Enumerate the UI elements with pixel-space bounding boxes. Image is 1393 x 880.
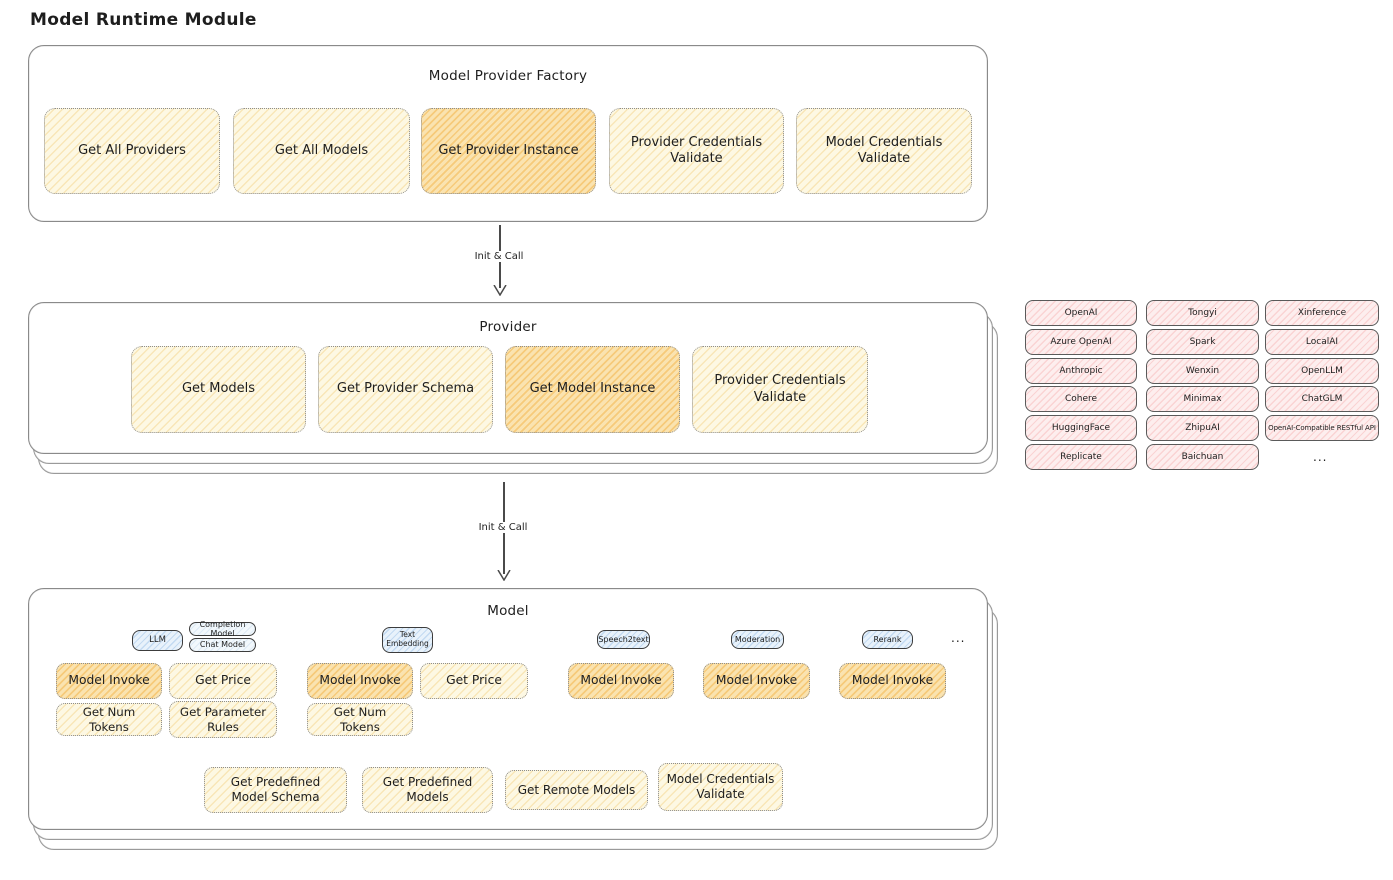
provider-chip-openllm: OpenLLM — [1265, 358, 1379, 384]
model-get-remote-models: Get Remote Models — [505, 770, 648, 810]
page-title: Model Runtime Module — [30, 10, 257, 30]
badge-speech2text: Speech2text — [597, 630, 650, 649]
llm-model-invoke: Model Invoke — [56, 663, 162, 699]
factory-provider-credentials-validate: Provider Credentials Validate — [609, 108, 784, 194]
provider-chip-minimax: Minimax — [1146, 386, 1259, 412]
llm-get-price: Get Price — [169, 663, 277, 699]
provider-chip-localai: LocalAI — [1265, 329, 1379, 355]
embedding-get-num-tokens: Get Num Tokens — [307, 703, 413, 736]
providers-panel: OpenAI Azure OpenAI Anthropic Cohere Hug… — [1025, 300, 1380, 472]
provider-get-provider-schema: Get Provider Schema — [318, 346, 493, 433]
arrow-down-icon — [497, 570, 511, 581]
provider-chip-spark: Spark — [1146, 329, 1259, 355]
arrow-label-init-call-1: Init & Call — [471, 251, 527, 262]
embedding-get-price: Get Price — [420, 663, 528, 699]
provider-get-model-instance: Get Model Instance — [505, 346, 680, 433]
rerank-model-invoke: Model Invoke — [839, 663, 946, 699]
badge-completion-model: Completion Model — [189, 620, 256, 638]
embedding-model-invoke: Model Invoke — [307, 663, 413, 699]
provider-chip-azure-openai: Azure OpenAI — [1025, 329, 1137, 355]
provider-chip-replicate: Replicate — [1025, 444, 1137, 470]
factory-box: Model Provider Factory Get All Providers… — [28, 45, 988, 222]
badge-chat-model: Chat Model — [189, 638, 256, 652]
provider-chip-cohere: Cohere — [1025, 386, 1137, 412]
factory-get-all-providers: Get All Providers — [44, 108, 220, 194]
provider-get-models: Get Models — [131, 346, 306, 433]
model-title: Model — [487, 603, 529, 619]
badge-llm: LLM — [132, 630, 183, 651]
moderation-model-invoke: Model Invoke — [703, 663, 810, 699]
provider-chip-huggingface: HuggingFace — [1025, 415, 1137, 441]
provider-chip-tongyi: Tongyi — [1146, 300, 1259, 326]
provider-title: Provider — [479, 319, 537, 335]
provider-chip-openai-compatible-restful-api: OpenAI-Compatible RESTful API — [1265, 415, 1379, 441]
speech2text-model-invoke: Model Invoke — [568, 663, 674, 699]
badge-rerank: Rerank — [862, 630, 913, 649]
model-model-credentials-validate: Model Credentials Validate — [658, 763, 783, 811]
llm-get-parameter-rules: Get Parameter Rules — [169, 701, 277, 738]
model-more-ellipsis: ... — [951, 631, 966, 645]
provider-chip-wenxin: Wenxin — [1146, 358, 1259, 384]
model-get-predefined-models: Get Predefined Models — [362, 767, 493, 813]
providers-more-ellipsis: ... — [1313, 450, 1328, 464]
badge-text-embedding: Text Embedding — [382, 627, 433, 653]
arrow-down-icon — [493, 285, 507, 296]
provider-chip-xinference: Xinference — [1265, 300, 1379, 326]
model-box: Model LLM Completion Model Chat Model Te… — [28, 588, 988, 830]
factory-get-all-models: Get All Models — [233, 108, 410, 194]
llm-get-num-tokens: Get Num Tokens — [56, 703, 162, 736]
provider-chip-zhipuai: ZhipuAI — [1146, 415, 1259, 441]
provider-chip-baichuan: Baichuan — [1146, 444, 1259, 470]
arrow-label-init-call-2: Init & Call — [475, 522, 531, 533]
provider-provider-credentials-validate: Provider Credentials Validate — [692, 346, 868, 433]
provider-box: Provider Get Models Get Provider Schema … — [28, 302, 988, 454]
provider-chip-openai: OpenAI — [1025, 300, 1137, 326]
badge-moderation: Moderation — [731, 630, 784, 649]
provider-chip-anthropic: Anthropic — [1025, 358, 1137, 384]
factory-model-credentials-validate: Model Credentials Validate — [796, 108, 972, 194]
factory-title: Model Provider Factory — [428, 68, 588, 84]
model-get-predefined-model-schema: Get Predefined Model Schema — [204, 767, 347, 813]
factory-get-provider-instance: Get Provider Instance — [421, 108, 596, 194]
provider-chip-chatglm: ChatGLM — [1265, 386, 1379, 412]
